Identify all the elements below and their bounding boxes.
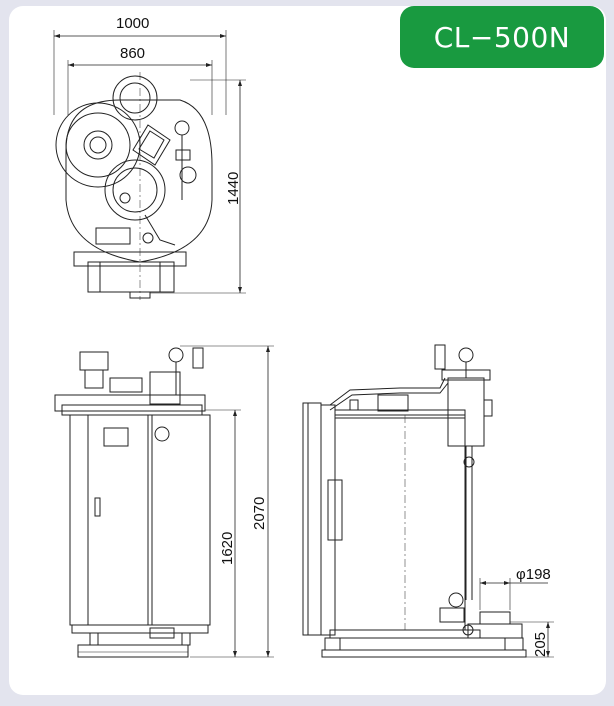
dim-1440: 1440 [225, 172, 242, 205]
dim-205: 205 [532, 632, 549, 657]
top-view: 1000 860 1440 [53, 15, 246, 300]
dim-1000: 1000 [116, 15, 149, 32]
dim-1620: 1620 [219, 532, 236, 565]
dim-phi198: φ198 [516, 566, 551, 583]
dim-2070: 2070 [251, 497, 268, 530]
side-view: φ198 205 [302, 344, 554, 658]
front-view: 2070 1620 [54, 345, 274, 658]
model-badge: CL−500N [400, 6, 604, 68]
dim-860: 860 [120, 45, 145, 62]
